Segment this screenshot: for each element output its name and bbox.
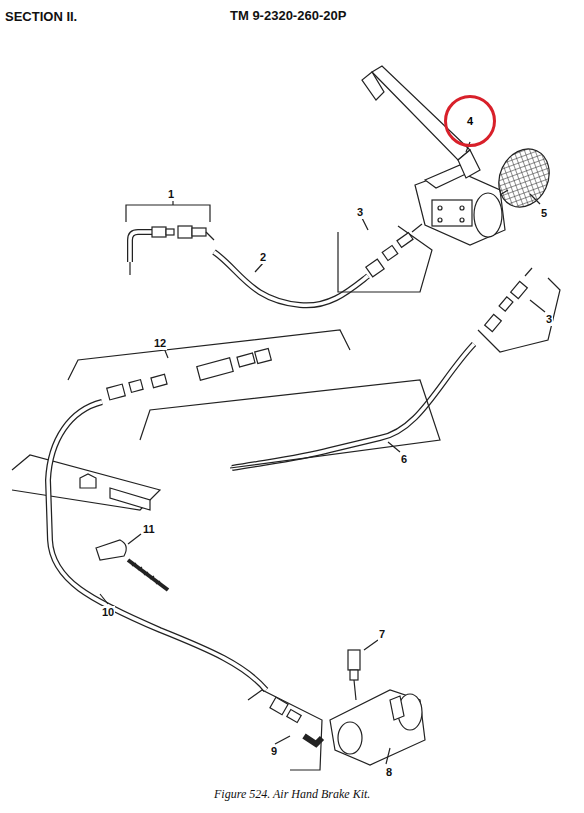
callout-number: 1 <box>167 188 175 201</box>
callout-number: 8 <box>385 766 393 779</box>
section-heading: SECTION II. <box>5 10 77 23</box>
callout-number: 2 <box>259 251 267 264</box>
callout-number: 3 <box>356 206 364 219</box>
callout-number: 11 <box>142 523 156 536</box>
callout-number: 4 <box>467 115 473 127</box>
callout-number: 12 <box>153 337 167 350</box>
callout-number: 7 <box>378 628 386 641</box>
callout-number: 5 <box>540 207 548 220</box>
highlight-circle: 4 <box>444 95 496 147</box>
callout-number: 10 <box>101 606 115 619</box>
callout-number: 6 <box>400 453 408 466</box>
figure-caption: Figure 524. Air Hand Brake Kit. <box>214 788 370 800</box>
callout-number: 9 <box>270 745 278 758</box>
callout-number: 3 <box>545 313 553 326</box>
manual-number: TM 9-2320-260-20P <box>230 9 346 22</box>
